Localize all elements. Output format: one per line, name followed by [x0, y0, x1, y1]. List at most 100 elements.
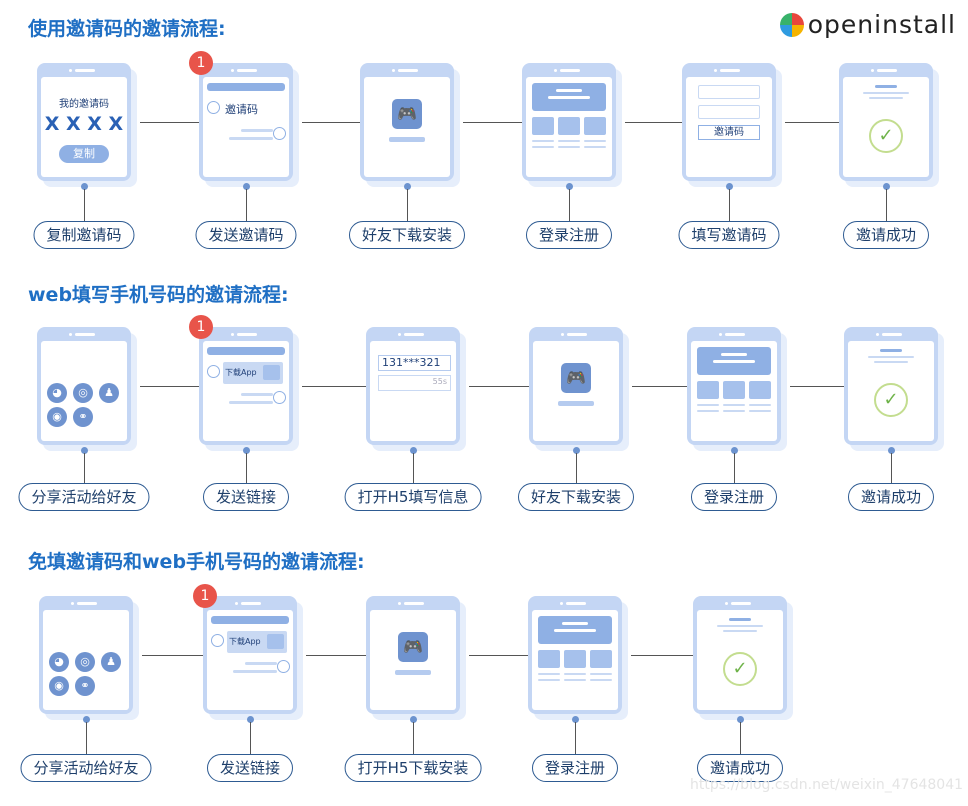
link-icon: ⚭	[73, 407, 93, 427]
download-app-text: 下载App	[229, 637, 261, 646]
connector-line	[246, 453, 247, 483]
app-name-bar	[389, 137, 425, 142]
weibo-icon: ◉	[47, 407, 67, 427]
phone-success: ✓	[839, 63, 939, 187]
connector-line	[84, 189, 85, 221]
input-field	[698, 105, 760, 119]
row-title: 免填邀请码和web手机号码的邀请流程:	[28, 551, 365, 573]
phone-speaker	[554, 69, 580, 72]
text-line	[723, 404, 745, 406]
step-label: 发送链接	[202, 483, 290, 511]
connector-line	[729, 189, 730, 221]
connector-dot	[566, 183, 573, 190]
connector-line	[86, 722, 87, 754]
text-line	[697, 410, 719, 412]
invite-code-field: 邀请码	[698, 125, 760, 140]
phone-speaker	[392, 69, 418, 72]
banner-line	[554, 629, 596, 632]
phone-screen: 邀请码	[686, 77, 772, 177]
connector-dot	[888, 447, 895, 454]
image-icon	[263, 365, 280, 380]
connector-line	[250, 722, 251, 754]
connector-dot	[572, 716, 579, 723]
phone-screen: 🎮	[364, 77, 450, 177]
step-label: 登录注册	[525, 221, 613, 249]
phone-speaker	[71, 602, 97, 605]
row-title: web填写手机号码的邀请流程:	[28, 284, 289, 306]
chat-header-bar	[211, 616, 289, 624]
text-line	[532, 146, 554, 148]
phone-success: ✓	[693, 596, 793, 720]
phone-screen	[532, 610, 618, 710]
phone-number-field: 131***321	[378, 355, 451, 371]
text-line	[564, 673, 586, 675]
connector-dot	[737, 716, 744, 723]
phone-speaker	[69, 69, 95, 72]
step-label: 打开H5填写信息	[344, 483, 482, 511]
text-line	[558, 140, 580, 142]
text-line	[532, 140, 554, 142]
message-line	[241, 393, 273, 396]
download-app-card: 下载App	[227, 631, 287, 653]
phone-screen	[691, 341, 777, 441]
connector-dot	[243, 447, 250, 454]
connector-dot	[247, 716, 254, 723]
banner-line	[562, 622, 588, 625]
connector-line	[886, 189, 887, 221]
avatar-icon	[211, 634, 224, 647]
phone-share: ◕◎♟◉⚭	[37, 327, 137, 451]
phone-speaker	[561, 333, 587, 336]
weibo-icon: ◉	[49, 676, 69, 696]
row-title: 使用邀请码的邀请流程:	[28, 18, 226, 40]
message-line	[233, 670, 277, 673]
phone-send-link: 下载App	[199, 327, 299, 451]
connector-line	[891, 453, 892, 483]
phone-screen: ◕◎♟◉⚭	[41, 341, 127, 441]
connector-dot	[83, 716, 90, 723]
arrow-line	[469, 386, 540, 387]
game-app-icon: 🎮	[561, 363, 591, 393]
avatar-icon	[207, 365, 220, 378]
title-line	[729, 618, 751, 621]
step-label: 分享活动给好友	[18, 483, 150, 511]
phone-speaker	[69, 333, 95, 336]
text-line	[749, 410, 771, 412]
text-line	[697, 404, 719, 406]
connector-dot	[883, 183, 890, 190]
text-line	[584, 140, 606, 142]
qq-icon: ♟	[101, 652, 121, 672]
title-line	[869, 97, 903, 99]
phone-speaker	[876, 333, 902, 336]
banner-line	[556, 89, 582, 92]
connector-dot	[404, 183, 411, 190]
phone-share: ◕◎♟◉⚭	[39, 596, 139, 720]
image-icon	[558, 117, 580, 135]
arrow-line	[142, 655, 214, 656]
connector-line	[734, 453, 735, 483]
phone-register	[522, 63, 622, 187]
avatar-icon	[277, 660, 290, 673]
connector-dot	[410, 716, 417, 723]
phone-app: 🎮	[366, 596, 466, 720]
image-icon	[564, 650, 586, 668]
code-text: X X X X	[44, 113, 124, 135]
arrow-line	[632, 386, 698, 387]
chat-header-bar	[207, 347, 285, 355]
link-icon: ⚭	[75, 676, 95, 696]
step-label: 邀请成功	[847, 483, 935, 511]
qq-icon: ♟	[99, 383, 119, 403]
connector-line	[413, 453, 414, 483]
phone-screen: ✓	[843, 77, 929, 177]
phone-screen: ◕◎♟◉⚭	[43, 610, 129, 710]
title-line	[874, 361, 908, 363]
game-app-icon: 🎮	[398, 632, 428, 662]
step-label: 登录注册	[531, 754, 619, 782]
avatar-icon	[207, 101, 220, 114]
phone-register	[528, 596, 628, 720]
title-line	[863, 92, 909, 94]
step-label: 发送邀请码	[195, 221, 297, 249]
phone-screen: 🎮	[370, 610, 456, 710]
